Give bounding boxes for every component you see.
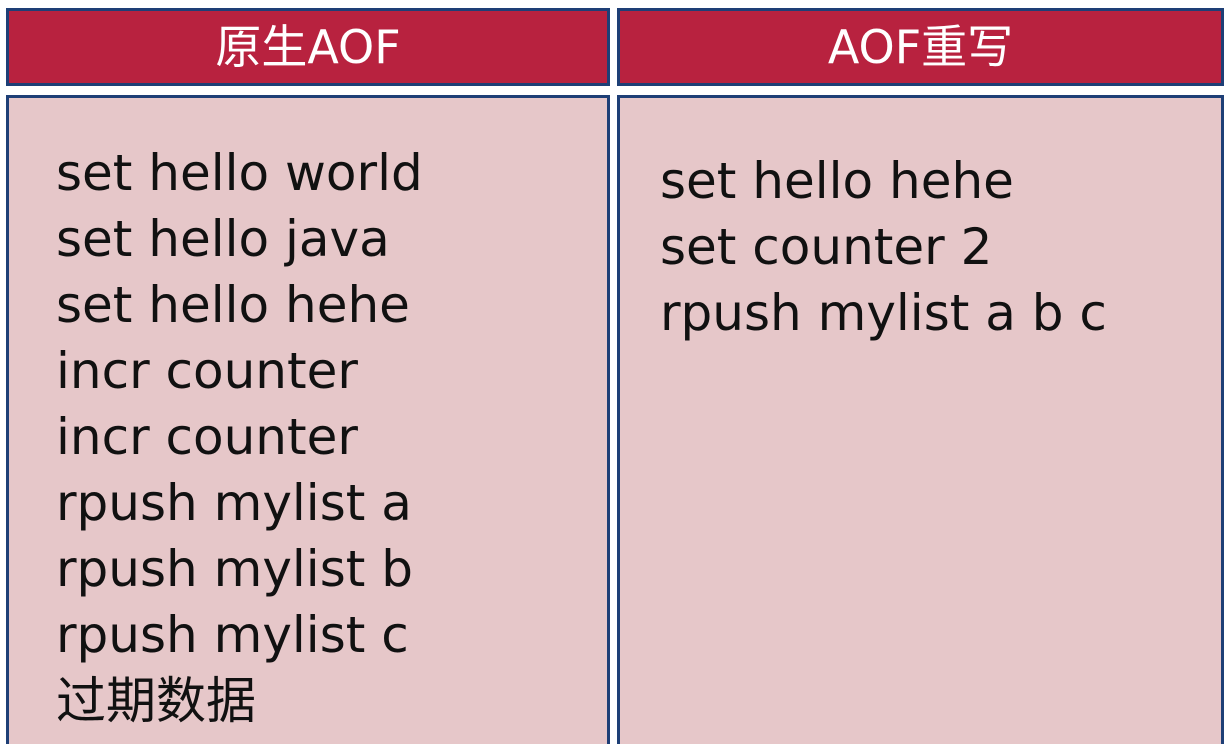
command-line: set hello hehe [660,152,1014,210]
original-aof-command-list: set hello world set hello java set hello… [56,140,423,734]
header-aof-rewrite-title: AOF重写 [827,20,1014,74]
command-line: incr counter [56,408,358,466]
command-line: incr counter [56,342,358,400]
command-line: set counter 2 [660,218,993,276]
header-aof-rewrite: AOF重写 [617,8,1224,86]
command-line: rpush mylist a b c [660,284,1107,342]
command-line: set hello hehe [56,276,410,334]
panel-aof-rewrite: set hello hehe set counter 2 rpush mylis… [617,95,1224,744]
header-original-aof-title: 原生AOF [215,20,401,74]
header-original-aof: 原生AOF [6,8,610,86]
aof-rewrite-command-list: set hello hehe set counter 2 rpush mylis… [660,148,1107,346]
command-line: rpush mylist b [56,540,413,598]
command-line: set hello java [56,210,390,268]
command-line: rpush mylist a [56,474,412,532]
command-line: rpush mylist c [56,606,409,664]
panel-original-aof: set hello world set hello java set hello… [6,95,610,744]
command-line: 过期数据 [56,672,256,730]
command-line: set hello world [56,144,423,202]
